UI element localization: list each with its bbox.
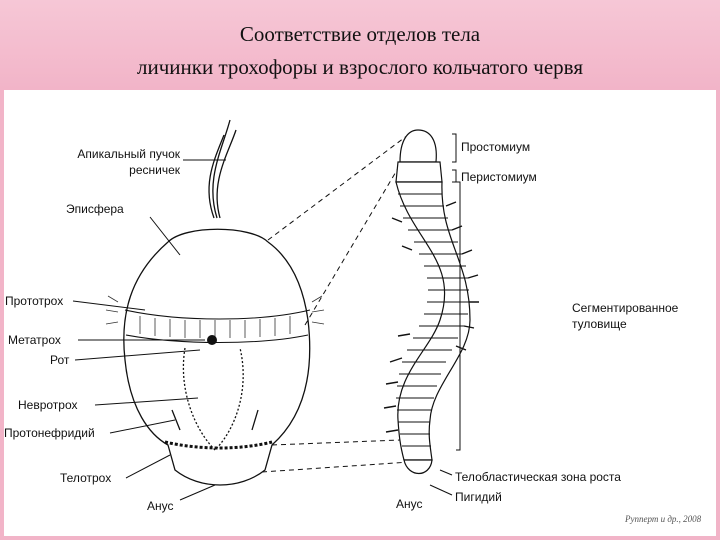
label-segmented-trunk-2: туловище <box>572 317 627 331</box>
pygidium-shape <box>403 459 433 475</box>
episphere-cap <box>167 228 269 243</box>
adult-worm <box>395 129 471 475</box>
slide-frame <box>0 90 720 540</box>
trunk-shape <box>395 181 471 461</box>
label-apical-tuft-1: Апикальный пучок <box>77 147 180 161</box>
label-pygidium: Пигидий <box>455 490 502 504</box>
label-segmented-trunk-1: Сегментированное <box>572 301 679 315</box>
title-banner <box>0 0 720 90</box>
correspondence-lines <box>261 134 411 473</box>
gut <box>182 347 244 451</box>
prostomium-shape <box>399 129 437 163</box>
slide-title-line2: личинки трохофоры и взрослого кольчатого… <box>137 55 583 79</box>
label-mouth: Рот <box>50 353 70 367</box>
label-prostomium: Простомиум <box>461 140 530 154</box>
telotroch-band <box>164 440 273 450</box>
right-brackets <box>429 133 461 496</box>
label-apical-tuft-2: ресничек <box>129 163 181 177</box>
label-telotroch: Телотрох <box>60 471 111 485</box>
worm-segments <box>396 193 469 447</box>
label-larva-anus: Анус <box>147 499 174 513</box>
mouth-mark <box>207 335 217 345</box>
larva-body-outline <box>123 241 311 486</box>
label-worm-anus: Анус <box>396 497 423 511</box>
diagram: Апикальный пучок ресничек Эписфера Прото… <box>4 119 702 524</box>
label-neurotroch: Невротрох <box>18 398 78 412</box>
left-leader-lines <box>72 159 226 501</box>
label-protonephridium: Протонефридий <box>4 426 95 440</box>
worm-parapodia <box>383 201 479 433</box>
trochophore-larva <box>123 119 311 486</box>
label-metatroch: Метатрох <box>8 333 61 347</box>
source-credit: Рупперт и др., 2008 <box>624 514 702 524</box>
apical-tuft-shape <box>212 119 231 219</box>
slide-title-line1: Соответствие отделов тела <box>239 22 481 46</box>
prototroch-cilia <box>105 295 325 338</box>
label-prototroch: Прототрох <box>5 294 63 308</box>
label-episphere: Эписфера <box>66 202 124 216</box>
label-growth-zone: Телобластическая зона роста <box>455 470 621 484</box>
label-peristomium: Перистомиум <box>461 170 537 184</box>
peristomium-shape <box>395 161 443 183</box>
